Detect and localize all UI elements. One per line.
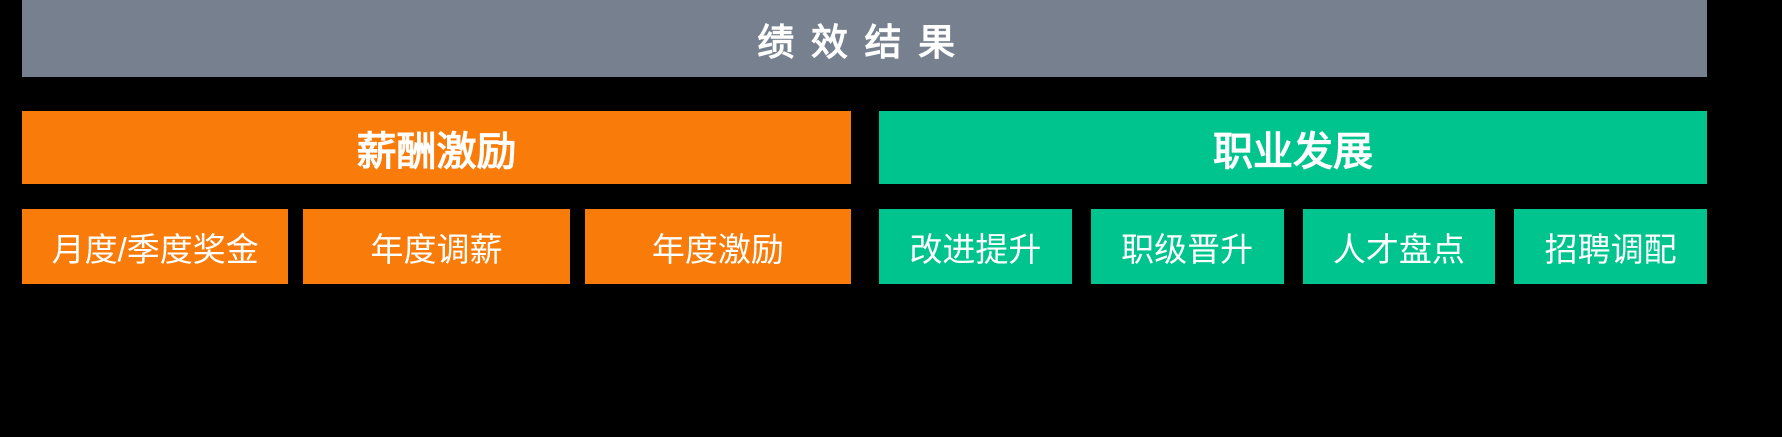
diagram-content: 绩效结果 薪酬激励 月度/季度奖金 年度调薪 年度激励 <box>22 0 1707 284</box>
compensation-items: 月度/季度奖金 年度调薪 年度激励 <box>22 209 851 284</box>
item-annual-incentive: 年度激励 <box>584 209 851 284</box>
item-rank-promotion: 职级晋升 <box>1090 209 1284 284</box>
career-header: 职业发展 <box>879 111 1707 184</box>
item-improvement: 改进提升 <box>879 209 1072 284</box>
item-label: 职级晋升 <box>1121 230 1254 268</box>
performance-result-label: 绩效结果 <box>757 21 972 63</box>
item-talent-review: 人才盘点 <box>1302 209 1496 284</box>
item-label: 年度激励 <box>651 230 784 268</box>
item-label: 招聘调配 <box>1544 230 1677 268</box>
item-label: 年度调薪 <box>370 230 503 268</box>
career-items: 改进提升 职级晋升 人才盘点 招聘调配 <box>879 209 1707 284</box>
column-career: 职业发展 改进提升 职级晋升 人才盘点 招聘调配 <box>879 111 1707 284</box>
item-label: 月度/季度奖金 <box>51 230 259 268</box>
item-annual-salary-adjustment: 年度调薪 <box>303 209 570 284</box>
compensation-header: 薪酬激励 <box>22 111 851 184</box>
compensation-header-label: 薪酬激励 <box>356 129 517 174</box>
item-monthly-quarterly-bonus: 月度/季度奖金 <box>22 209 289 284</box>
item-recruitment-allocation: 招聘调配 <box>1514 209 1707 284</box>
career-header-label: 职业发展 <box>1213 129 1373 174</box>
performance-result-header: 绩效结果 <box>22 0 1707 77</box>
column-compensation: 薪酬激励 月度/季度奖金 年度调薪 年度激励 <box>22 111 851 284</box>
diagram-columns: 薪酬激励 月度/季度奖金 年度调薪 年度激励 职业发展 <box>22 111 1707 284</box>
item-label: 人才盘点 <box>1332 230 1465 268</box>
item-label: 改进提升 <box>909 230 1042 268</box>
